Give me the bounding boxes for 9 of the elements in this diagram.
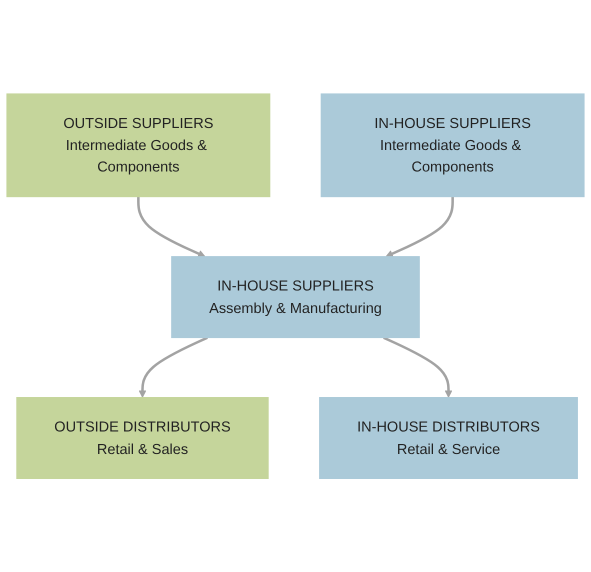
arrow [138,336,208,398]
node-box: IN-HOUSE SUPPLIERS Assembly & Manufacturing [171,256,420,338]
node-box: IN-HOUSE DISTRIBUTORS Retail & Service [319,396,578,479]
arrow [137,196,206,257]
node-box: OUTSIDE SUPPLIERS Intermediate Goods & Components [6,93,270,197]
arrow [383,336,452,398]
node-box: OUTSIDE DISTRIBUTORS Retail & Sales [16,396,269,479]
node-box: IN-HOUSE SUPPLIERS Intermediate Goods & Components [320,93,585,197]
arrow [386,196,454,257]
